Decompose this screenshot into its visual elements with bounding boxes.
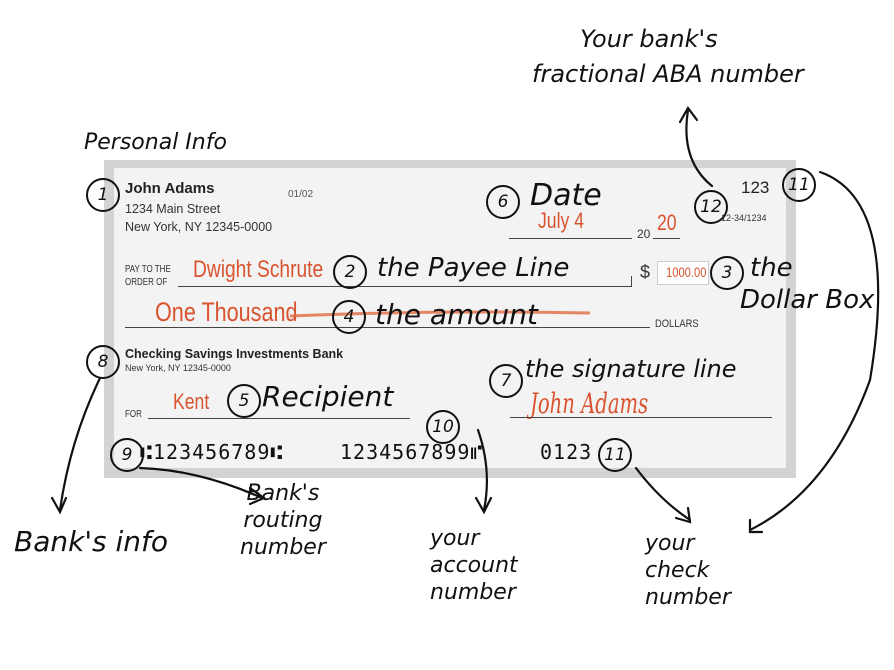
dollars-label: DOLLARS — [655, 318, 699, 330]
memo-value: Kent — [173, 389, 210, 414]
check-code: 01/02 — [288, 189, 314, 200]
bank-city: New York, NY 12345-0000 — [125, 363, 231, 373]
marker-6: 6 — [486, 185, 520, 219]
marker-12: 12 — [694, 190, 728, 224]
year-prefix: 20 — [637, 227, 651, 241]
check-number-arrow — [634, 466, 692, 522]
micr-check-number: 0123 — [540, 440, 593, 464]
annotation-dollar-box-line1: the — [750, 253, 793, 283]
marker-4: 4 — [332, 300, 366, 334]
annotation-amount: the amount — [375, 298, 538, 331]
year-value: 20 — [657, 210, 677, 235]
annotation-payee-line: the Payee Line — [377, 253, 570, 283]
marker-5: 5 — [227, 384, 261, 418]
account-holder-city: New York, NY 12345-0000 — [125, 220, 273, 234]
marker-8: 8 — [86, 345, 120, 379]
bank-name: Checking Savings Investments Bank — [125, 347, 344, 361]
amount-numeric: 1000.00 — [666, 264, 707, 280]
for-label: FOR — [125, 409, 142, 420]
annotation-aba-line2: fractional ABA number — [532, 60, 804, 88]
account-holder-street: 1234 Main Street — [125, 202, 221, 216]
annotation-dollar-box-line2: Dollar Box — [740, 285, 875, 315]
signature-line — [510, 417, 772, 418]
payee-value: Dwight Schrute — [193, 256, 324, 283]
dollar-sign: $ — [640, 262, 651, 282]
signature-value: John Adams — [530, 387, 649, 420]
amount-strike-mark — [289, 310, 591, 318]
check-number: 123 — [741, 178, 770, 197]
annotation-aba-line1: Your bank's — [580, 25, 718, 53]
check-number-arrow-top — [748, 170, 880, 532]
annotation-personal-info: Personal Info — [84, 130, 227, 155]
annotation-banks-info: Bank's info — [14, 525, 169, 558]
amount-words: One Thousand — [155, 297, 298, 327]
account-holder-name: John Adams — [125, 180, 215, 197]
marker-9: 9 — [110, 438, 144, 472]
fractional-aba-number: 12-34/1234 — [721, 213, 767, 223]
marker-11-bottom: 11 — [598, 438, 632, 472]
marker-2: 2 — [333, 255, 367, 289]
annotation-recipient: Recipient — [262, 380, 394, 413]
payee-line — [178, 286, 631, 287]
micr-account-number: 1234567899⑈ — [340, 440, 484, 464]
memo-line — [148, 418, 410, 419]
year-line — [653, 238, 680, 239]
marker-11-top: 11 — [782, 168, 816, 202]
banks-info-arrow — [58, 376, 102, 512]
date-value: July 4 — [538, 208, 584, 233]
annotation-signature-line: the signature line — [525, 355, 737, 383]
dollar-box — [657, 261, 709, 285]
aba-arrow — [685, 108, 714, 188]
account-arrow — [476, 428, 488, 512]
date-line — [509, 238, 632, 239]
routing-arrow — [138, 466, 264, 500]
marker-3: 3 — [710, 256, 744, 290]
micr-routing-number: ⑆123456789⑆ — [140, 440, 284, 464]
marker-7: 7 — [489, 364, 523, 398]
payee-line-end — [631, 276, 632, 287]
amount-line — [125, 327, 650, 328]
annotation-date: Date — [530, 178, 602, 213]
marker-10: 10 — [426, 410, 460, 444]
marker-1: 1 — [86, 178, 120, 212]
